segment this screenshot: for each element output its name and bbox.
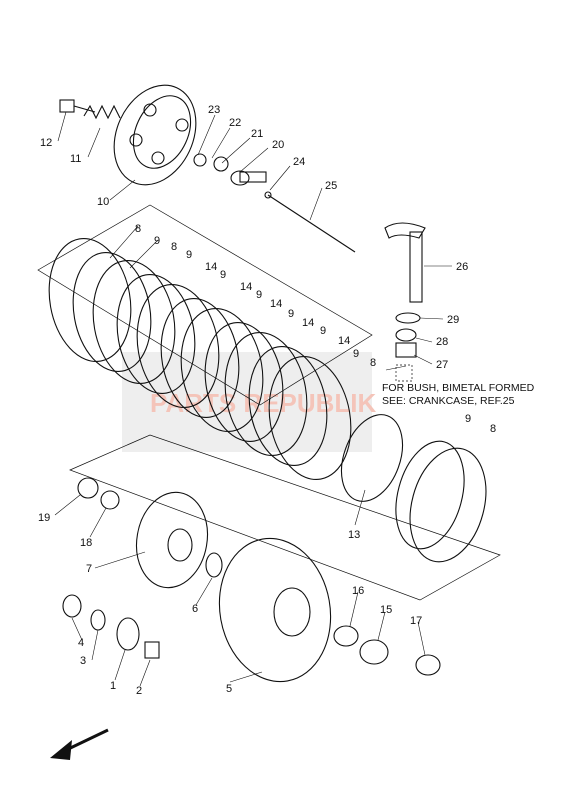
- label-25: 25: [325, 180, 337, 192]
- label-26: 26: [456, 261, 468, 273]
- label-10: 10: [97, 196, 109, 208]
- nut-part: [77, 477, 99, 499]
- plates-frame: [37, 204, 373, 406]
- label-5: 5: [226, 683, 232, 695]
- label-27: 27: [436, 359, 448, 371]
- label-20: 20: [272, 139, 284, 151]
- bearing-parts: [333, 625, 441, 676]
- label-9a: 9: [154, 235, 160, 247]
- label-24: 24: [293, 156, 305, 168]
- lock-washer-part: [100, 490, 120, 510]
- front-arrow-icon: [50, 728, 109, 760]
- label-14e: 14: [338, 335, 350, 347]
- label-15: 15: [380, 604, 392, 616]
- spring-part: [83, 104, 121, 120]
- leader-lines: [54, 111, 452, 687]
- wire-ring-part: [340, 414, 404, 502]
- bolt-part: [59, 99, 96, 113]
- plate-stack: [48, 237, 352, 481]
- label-21: 21: [251, 128, 263, 140]
- label-3: 3: [80, 655, 86, 667]
- label-14a: 14: [205, 261, 217, 273]
- plate-8-lower: [409, 447, 487, 563]
- thrust-washer-part: [205, 552, 223, 578]
- pressure-plate-part: [113, 84, 197, 186]
- label-7: 7: [86, 563, 92, 575]
- label-1: 1: [110, 680, 116, 692]
- label-14b: 14: [240, 281, 252, 293]
- label-28: 28: [436, 336, 448, 348]
- label-4: 4: [78, 637, 84, 649]
- label-9-lower: 9: [465, 413, 471, 425]
- label-8b: 8: [171, 241, 177, 253]
- note-line-2: SEE: CRANKCASE, REF.25: [382, 395, 515, 407]
- push-lever-part: [384, 222, 426, 303]
- part-labels: 12 11 10 23 22 21 20 24 25 26 29 28 27 8…: [38, 104, 496, 697]
- clutch-housing-part: [218, 537, 332, 683]
- label-9b: 9: [186, 249, 192, 261]
- label-11: 11: [70, 153, 81, 165]
- release-parts: [193, 153, 272, 199]
- label-14d: 14: [302, 317, 314, 329]
- clutch-boss-part: [135, 491, 209, 589]
- label-23: 23: [208, 104, 220, 116]
- lever-seal-parts: [395, 312, 421, 382]
- label-6: 6: [192, 603, 198, 615]
- label-16: 16: [352, 585, 364, 597]
- label-9c: 9: [220, 269, 226, 281]
- plate-9-lower: [395, 440, 465, 550]
- label-19: 19: [38, 512, 50, 524]
- label-13: 13: [348, 529, 360, 541]
- label-9e: 9: [288, 308, 294, 320]
- label-2: 2: [136, 685, 142, 697]
- label-8a: 8: [135, 223, 141, 235]
- label-8d: 8: [490, 423, 496, 435]
- label-18: 18: [80, 537, 92, 549]
- note-line-1: FOR BUSH, BIMETAL FORMED: [382, 382, 535, 394]
- label-9d: 9: [256, 289, 262, 301]
- label-9g: 9: [353, 348, 359, 360]
- label-14c: 14: [270, 298, 282, 310]
- bush-note: FOR BUSH, BIMETAL FORMED SEE: CRANKCASE,…: [382, 382, 535, 407]
- label-17: 17: [410, 615, 422, 627]
- gear-parts: [62, 594, 160, 659]
- label-12: 12: [40, 137, 52, 149]
- label-29: 29: [447, 314, 459, 326]
- hub-frame: [69, 434, 501, 601]
- label-9f: 9: [320, 325, 326, 337]
- label-22: 22: [229, 117, 241, 129]
- push-rod-part: [267, 194, 356, 253]
- label-8c: 8: [370, 357, 376, 369]
